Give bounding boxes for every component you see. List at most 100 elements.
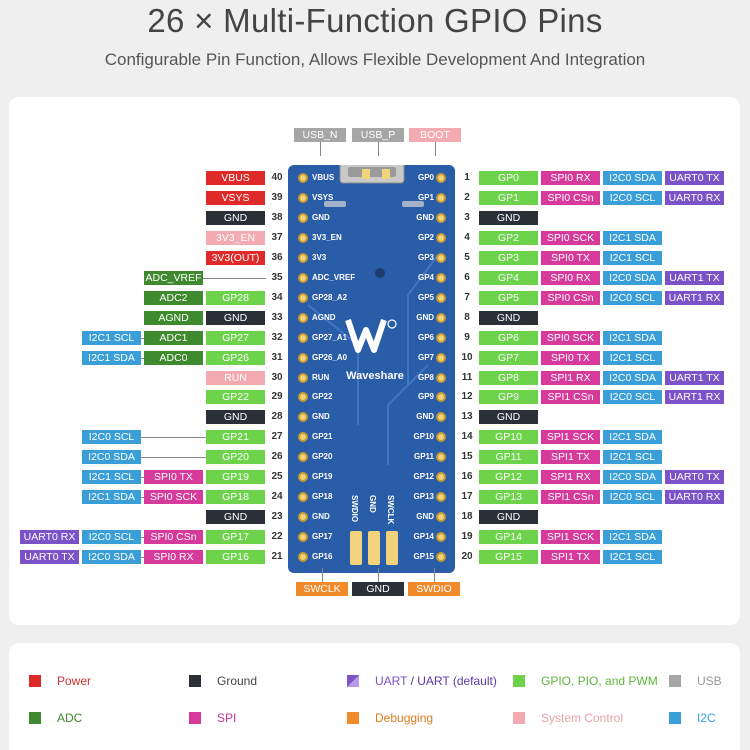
pin-label-on-board: GP18 xyxy=(312,492,333,502)
leader-line xyxy=(378,568,379,582)
pin-hole xyxy=(298,512,308,523)
pin-number: 3 xyxy=(464,211,470,223)
pin-function-label: VBUS xyxy=(206,171,265,185)
leader-line xyxy=(322,568,323,582)
pin-function-label: GP17 xyxy=(206,530,265,545)
pin-function-label: SPI1 RX xyxy=(541,370,600,385)
pin-function-label: ADC1 xyxy=(144,330,203,345)
pin-function-label: I2C0 SDA xyxy=(603,470,662,485)
leader-line xyxy=(320,142,321,156)
pin-function-label: GP8 xyxy=(479,370,538,385)
board-debug-pin-name: SWCLK xyxy=(386,495,395,525)
pin-number: 37 xyxy=(271,231,283,243)
pin-label-on-board: GP28_A2 xyxy=(312,292,348,302)
pin-function-label: GP4 xyxy=(479,270,538,285)
pin-function-label: GP5 xyxy=(479,290,538,305)
pin-function-label: SPI0 CSn xyxy=(541,290,600,305)
pin-function-label: I2C0 SDA xyxy=(603,270,662,285)
pin-hole xyxy=(436,392,446,403)
pin-hole xyxy=(436,532,446,543)
pin-number: 6 xyxy=(464,271,470,283)
pin-function-label: I2C1 SCL xyxy=(82,470,141,485)
pin-function-label: I2C1 SDA xyxy=(603,230,662,245)
pin-function-label: I2C0 SCL xyxy=(82,430,141,445)
pin-function-label: UART1 TX xyxy=(665,370,724,385)
usb-top-label: USB_N xyxy=(294,128,346,142)
pin-function-label: SPI1 TX xyxy=(541,550,600,565)
debug-bottom-label: SWDIO xyxy=(408,582,460,596)
pin-label-on-board: GP17 xyxy=(312,532,333,542)
pin-hole xyxy=(436,272,446,283)
pin-hole xyxy=(436,432,446,443)
pin-function-label: I2C1 SDA xyxy=(82,490,141,505)
pin-function-label: SPI0 SCK xyxy=(541,330,600,345)
pin-function-label: GP14 xyxy=(479,530,538,545)
pin-hole xyxy=(298,252,308,263)
pin-label-on-board: GP12 xyxy=(413,472,434,482)
leader-line xyxy=(434,568,435,582)
pin-number: 29 xyxy=(271,391,283,403)
legend-label: Power xyxy=(57,674,92,688)
pin-label-on-board: GND xyxy=(416,512,434,522)
pin-number: 2 xyxy=(464,191,470,203)
pin-function-label: SPI0 TX xyxy=(541,350,600,365)
pin-number: 39 xyxy=(271,191,283,203)
pin-function-label: UART0 TX xyxy=(665,171,724,185)
pin-function-label: GP10 xyxy=(479,430,538,445)
pin-function-label: GP11 xyxy=(479,450,538,465)
usb-top-label: BOOT xyxy=(409,128,461,142)
pin-label-on-board: GP11 xyxy=(413,452,434,462)
pin-function-label: I2C0 SCL xyxy=(603,290,662,305)
pin-function-label: I2C0 SDA xyxy=(82,450,141,465)
pin-hole xyxy=(298,492,308,503)
pin-number: 22 xyxy=(271,531,283,543)
pin-hole xyxy=(298,192,308,203)
pin-function-label: I2C0 SCL xyxy=(603,490,662,505)
pin-hole xyxy=(298,372,308,383)
legend-label: ADC xyxy=(57,711,83,725)
leader-line xyxy=(141,537,144,539)
pin-function-label: GP12 xyxy=(479,470,538,485)
legend-label: Ground xyxy=(217,674,258,688)
pin-number: 28 xyxy=(271,411,283,423)
debug-bottom-label: SWCLK xyxy=(296,582,348,596)
pin-function-label: SPI0 SCK xyxy=(541,230,600,245)
pin-number: 20 xyxy=(461,551,473,563)
pin-function-label: I2C1 SDA xyxy=(603,430,662,445)
page-title: 26 × Multi-Function GPIO Pins xyxy=(147,2,603,39)
pin-number: 40 xyxy=(271,172,283,183)
legend-swatch xyxy=(513,712,525,724)
pin-label-on-board: GP21 xyxy=(312,432,333,442)
legend-label: Debugging xyxy=(375,711,434,725)
pin-label-on-board: GP6 xyxy=(417,332,434,342)
legend-swatch xyxy=(29,712,41,724)
pin-number: 30 xyxy=(271,371,283,383)
pin-hole xyxy=(298,472,308,483)
legend-uart-sep: / xyxy=(407,674,418,688)
pin-function-label: ADC_VREF xyxy=(144,270,203,285)
pin-function-label: I2C0 SCL xyxy=(603,190,662,205)
pin-label-on-board: GND xyxy=(312,412,330,422)
pin-function-label: SPI0 SCK xyxy=(144,490,203,505)
pin-function-label: GP3 xyxy=(479,250,538,265)
pin-hole xyxy=(436,332,446,343)
legend-swatch xyxy=(513,675,525,687)
pin-function-label: SPI1 TX xyxy=(541,450,600,465)
pin-label-on-board: GND xyxy=(416,212,434,222)
pin-function-label: UART0 RX xyxy=(665,190,724,205)
leader-line xyxy=(378,142,379,156)
pin-hole xyxy=(298,332,308,343)
pin-function-label: 3V3_EN xyxy=(206,230,265,245)
pin-function-label: GP26 xyxy=(206,350,265,365)
pin-function-label: I2C0 SCL xyxy=(603,390,662,405)
pin-hole xyxy=(298,312,308,323)
pin-hole xyxy=(436,173,446,183)
pin-number: 27 xyxy=(271,431,283,443)
leader-line xyxy=(141,357,144,359)
pin-label-on-board: GP2 xyxy=(417,232,434,242)
pin-number: 18 xyxy=(461,511,473,523)
board-debug-pin-name: GND xyxy=(368,495,377,513)
pin-function-label: GND xyxy=(479,410,538,425)
pin-label-on-board: ADC_VREF xyxy=(312,272,356,282)
pin-function-label: UART1 RX xyxy=(665,390,724,405)
